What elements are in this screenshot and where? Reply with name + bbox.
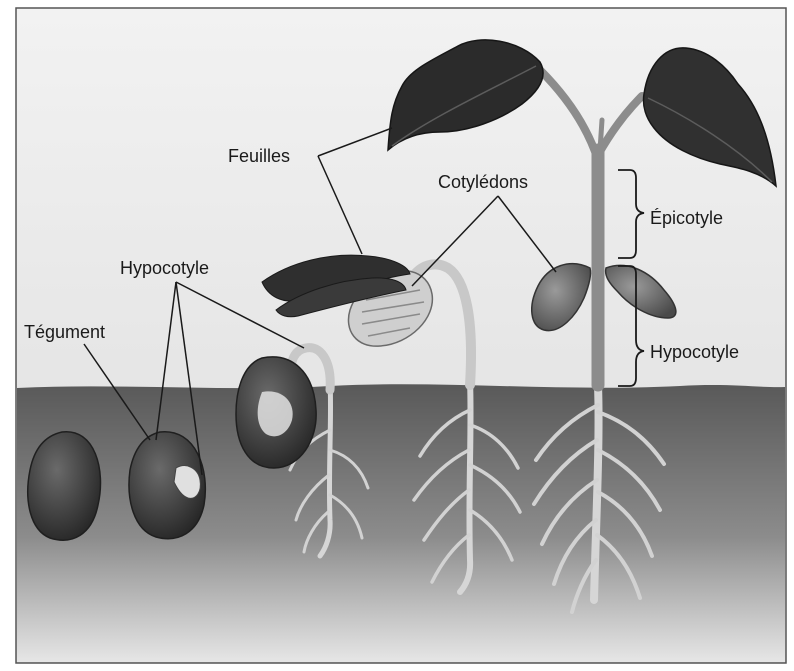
seed-stage-1 [28,432,101,540]
soil [17,384,785,662]
label-tegument: Tégument [24,322,105,342]
label-feuilles: Feuilles [228,146,290,166]
label-hypocotyle-left: Hypocotyle [120,258,209,278]
label-cotyledons: Cotylédons [438,172,528,192]
seed-stage-2 [129,432,205,539]
label-hypocotyle-right: Hypocotyle [650,342,739,362]
label-epicotyle: Épicotyle [650,208,723,228]
